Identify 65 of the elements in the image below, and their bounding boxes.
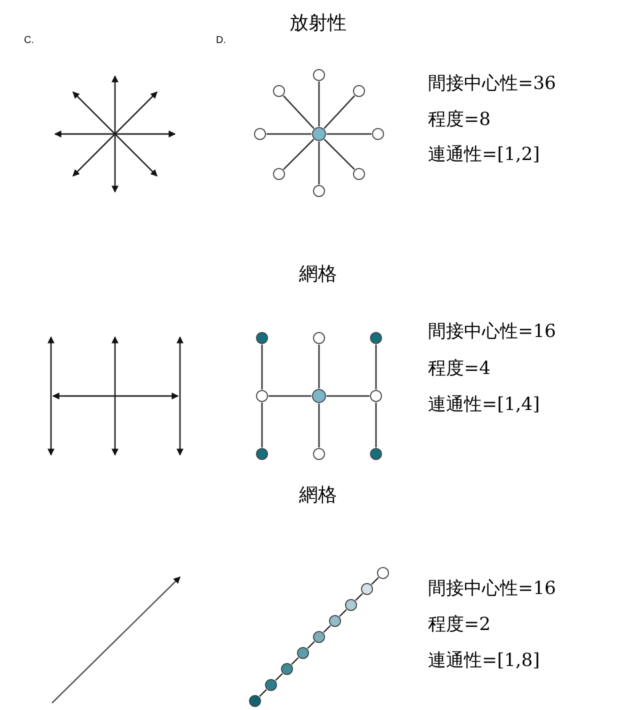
- graph-node: [273, 168, 285, 180]
- graph-node: [273, 85, 285, 97]
- graph-link: [318, 142, 320, 184]
- metric-text: 程度=2: [428, 614, 491, 636]
- graph-node: [256, 332, 268, 344]
- section-title: 網格: [299, 263, 337, 287]
- panel-letter: D.: [216, 35, 226, 48]
- graph-node: [312, 127, 326, 141]
- graph-link: [375, 344, 377, 390]
- section-title: 放射性: [290, 12, 346, 36]
- graph-link: [371, 577, 379, 585]
- graph-node: [377, 567, 389, 579]
- graph-node: [353, 85, 365, 97]
- graph-link: [318, 404, 320, 448]
- graph-link: [326, 395, 370, 397]
- metric-text: 程度=8: [428, 109, 491, 132]
- graph-link: [326, 133, 372, 135]
- metric-text: 間接中心性=16: [428, 578, 556, 600]
- graph-node: [313, 185, 325, 197]
- graph-node: [353, 168, 365, 180]
- metric-text: 程度=4: [428, 358, 491, 380]
- metric-text: 間接中心性=16: [428, 321, 556, 344]
- graph-node: [254, 128, 266, 140]
- graph-node: [256, 390, 268, 402]
- graph-node: [345, 599, 357, 611]
- section-title: 網格: [299, 484, 337, 508]
- graph-link: [266, 133, 312, 135]
- graph-node: [370, 332, 382, 344]
- graph-link: [259, 689, 267, 697]
- graph-node: [313, 69, 325, 81]
- graph-node: [313, 448, 325, 460]
- graph-link: [324, 138, 355, 170]
- graph-node: [361, 583, 373, 595]
- graph-link: [323, 625, 331, 633]
- metric-text: 連通性=[1,4]: [428, 394, 540, 416]
- metric-text: 連通性=[1,8]: [428, 650, 540, 672]
- graph-node: [372, 128, 384, 140]
- graph-link: [375, 402, 377, 448]
- graph-node: [329, 615, 341, 627]
- graph-node: [370, 448, 382, 460]
- graph-link: [275, 673, 283, 681]
- graph-node: [312, 389, 326, 403]
- graph-link: [291, 657, 299, 665]
- graph-link: [261, 402, 263, 448]
- graph-link: [283, 138, 314, 170]
- graph-node: [370, 390, 382, 402]
- graph-node: [313, 631, 325, 643]
- metric-text: 間接中心性=36: [428, 73, 556, 96]
- graph-node: [256, 448, 268, 460]
- metric-text: 連通性=[1,2]: [428, 144, 540, 166]
- graph-link: [318, 344, 320, 388]
- graph-link: [324, 95, 356, 130]
- graph-link: [261, 344, 263, 390]
- graph-link: [318, 82, 320, 126]
- graph-link: [282, 95, 314, 130]
- graph-node: [281, 663, 293, 675]
- graph-node: [297, 647, 309, 659]
- graph-link: [339, 609, 347, 617]
- graph-node: [249, 695, 261, 707]
- panel-letter: C.: [24, 35, 34, 48]
- graph-link: [268, 395, 312, 397]
- graph-link: [307, 641, 315, 649]
- graph-link: [355, 593, 363, 601]
- graph-node: [265, 679, 277, 691]
- graph-node: [313, 332, 325, 344]
